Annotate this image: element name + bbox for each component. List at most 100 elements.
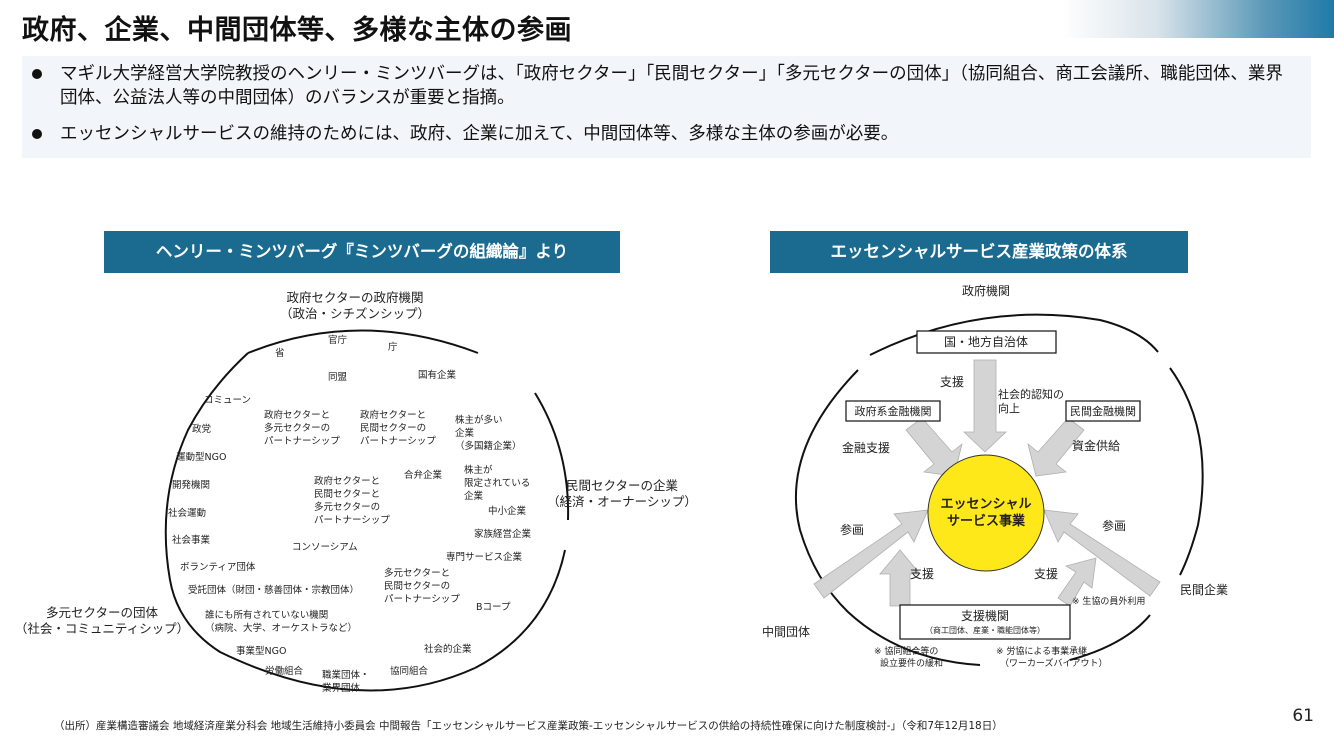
label-partner-3-2: 民間セクターと (314, 489, 380, 500)
label-shokugyo: 職業団体・ (322, 669, 370, 681)
support-top-label: 支援 (940, 375, 964, 389)
circle-arc-right (1169, 367, 1204, 576)
biz-sector-title: 民間セクターの企業 (566, 478, 679, 493)
page-title: 政府、企業、中間団体等、多様な主体の参画 (22, 15, 572, 46)
gov-sector-title: 政府セクターの政府機関 (286, 290, 423, 305)
arrow-lower-left (879, 549, 921, 607)
label-shakaiteki: 社会的企業 (424, 643, 472, 655)
arrow-upper-left (905, 417, 963, 477)
bullet-text: エッセンシャルサービスの維持のためには、政府、企業に加えて、中間団体等、多様な主… (60, 124, 899, 144)
label-jigyo-ngo: 事業型NGO (236, 645, 286, 657)
label-seito: 政党 (192, 423, 212, 435)
circle-arc-top (247, 329, 479, 354)
org-labels: 官庁 省 庁 同盟 国有企業 コミューン 政党 運動型NGO 開発機関 社会運動… (168, 334, 532, 694)
note-right: ※ 労協による事業承継 (996, 645, 1087, 657)
label-jutaku: 受託団体（財団・慈善団体・宗教団体） (188, 584, 359, 596)
label-partner-3: 政府セクターと (314, 475, 380, 487)
support-right-label: 支援 (1034, 567, 1058, 581)
note-left-2: 設立要件の緩和 (880, 657, 943, 669)
funding-label: 資金供給 (1072, 438, 1120, 453)
recognition-label: 社会的認知の (998, 387, 1064, 401)
mintzberg-diagram: 政府セクターの政府機関 （政治・シチズンシップ） 民間セクターの企業 （経済・オ… (15, 290, 697, 694)
label-partner-4: 多元セクターと (384, 567, 450, 579)
support-arrows (813, 359, 1161, 607)
participation-left-label: 参画 (840, 522, 864, 537)
label-community: コミューン (204, 395, 251, 406)
label-shokugyo-2: 業界団体 (322, 682, 361, 694)
circle-arc-left (794, 369, 981, 666)
circle-arc-bottom-right (1069, 614, 1151, 661)
bullet-text: マギル大学経営大学院教授のヘンリー・ミンツバーグは、「政府セクター」「民間セクタ… (60, 64, 1283, 108)
private-finance-label: 民間金融機関 (1070, 404, 1136, 418)
biz-sector-subtitle: （経済・オーナーシップ） (547, 494, 697, 509)
center-label-2: サービス事業 (947, 513, 1026, 529)
note-left: ※ 協同組合等の (874, 645, 938, 657)
circle-arc-right (534, 392, 570, 521)
left-panel-header: ヘンリー・ミンツバーグ『ミンツバーグの組織論』より (104, 231, 620, 273)
circle-arc-left (164, 352, 476, 692)
label-chusho: 中小企業 (488, 505, 527, 517)
gov-sector-subtitle: （政治・シチズンシップ） (280, 306, 430, 321)
center-label: エッセンシャル (940, 497, 1031, 512)
coop-note: ※ 生協の員外利用 (1072, 595, 1145, 607)
arrow-left-long (813, 509, 929, 599)
bullet-dot (32, 129, 42, 139)
label-shakai-undo: 社会運動 (168, 507, 206, 519)
label-partner-4-3: パートナーシップ (384, 594, 460, 605)
label-dare-sub: （病院、大学、オーケストラなど） (205, 622, 357, 634)
label-volunteer: ボランティア団体 (180, 561, 256, 573)
label-dare: 誰にも所有されていない機関 (205, 609, 328, 621)
label-partner-2: 政府セクターと (360, 409, 426, 421)
label-kaihatsu: 開発機関 (172, 479, 210, 491)
kuni-label: 国・地方自治体 (944, 334, 1028, 349)
label-cho: 庁 (388, 341, 398, 353)
bullet-dot (32, 69, 42, 79)
gov-finance-box (845, 400, 941, 422)
page-number: 61 (1292, 706, 1314, 726)
label-undo-ngo: 運動型NGO (176, 452, 226, 463)
label-kazoku: 家族経営企業 (474, 528, 532, 540)
label-kabu-ooi-3: （多国籍企業） (455, 440, 522, 452)
finance-support-label: 金融支援 (842, 440, 890, 455)
label-domei: 同盟 (328, 372, 348, 383)
label-kabu-ooi: 株主が多い (455, 414, 503, 426)
label-partner-2-3: パートナーシップ (360, 436, 436, 447)
label-kabu-gen-3: 企業 (464, 490, 484, 502)
circle-arc-right-lower (474, 549, 566, 669)
label-partner-3-4: パートナーシップ (314, 515, 390, 526)
support-org-sublabel: （商工団体、産業・職能団体等） (925, 625, 1045, 635)
arrow-right-long (1043, 509, 1161, 597)
private-finance-box (1065, 400, 1141, 422)
kuni-box (916, 330, 1057, 354)
label-partner-1-2: 多元セクターの (264, 422, 330, 434)
arrow-upper-right (1027, 417, 1085, 477)
support-org-label: 支援機関 (961, 608, 1009, 623)
label-kabu-ooi-2: 企業 (455, 427, 475, 439)
label-bcorp: Bコープ (476, 602, 511, 613)
label-partner-3-3: 多元セクターの (314, 501, 380, 513)
support-left-label: 支援 (910, 567, 934, 581)
label-kabu-gen: 株主が (464, 464, 493, 476)
label-sho: 省 (275, 347, 285, 359)
summary-box: マギル大学経営大学院教授のヘンリー・ミンツバーグは、「政府セクター」「民間セクタ… (22, 56, 1311, 158)
label-kabu-gen-2: 限定されている (464, 477, 530, 489)
label-gouben: 合弁企業 (404, 469, 443, 481)
label-partner-1-3: パートナーシップ (264, 436, 340, 447)
note-right-2: （ワーカーズバイアウト） (1000, 657, 1108, 669)
center-circle (927, 454, 1045, 572)
right-panel-header: エッセンシャルサービス産業政策の体系 (770, 231, 1188, 273)
label-kyodo: 協同組合 (390, 665, 429, 677)
label-rodo: 労働組合 (265, 665, 304, 677)
label-kancho: 官庁 (328, 334, 348, 346)
intermediate-org-label: 中間団体 (762, 624, 810, 639)
label-partner-4-2: 民間セクターの (384, 581, 450, 592)
label-shakai-jigyo: 社会事業 (172, 534, 211, 546)
arrow-lower-right (1057, 557, 1097, 607)
plural-sector-title: 多元セクターの団体 (46, 605, 159, 620)
label-senmon: 専門サービス企業 (446, 551, 523, 563)
arrow-top (963, 359, 1007, 453)
support-org-box (899, 604, 1071, 640)
label-consortium: コンソーシアム (292, 542, 358, 553)
label-partner-2-2: 民間セクターの (360, 423, 426, 434)
participation-right-label: 参画 (1102, 518, 1126, 533)
